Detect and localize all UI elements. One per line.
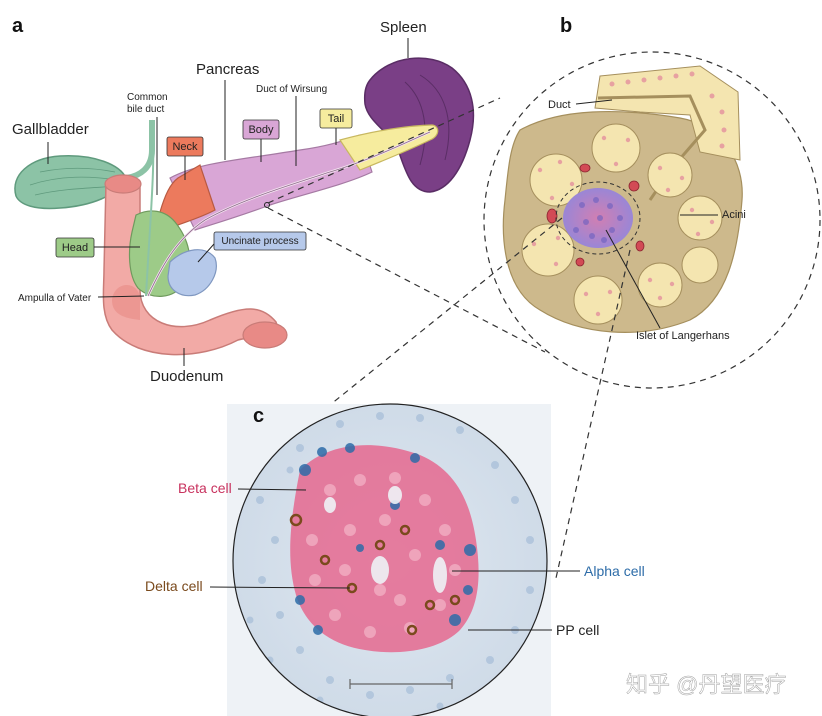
- uncinate-label: Uncinate process: [221, 236, 298, 247]
- body-tag: Body: [242, 119, 280, 162]
- watermark-text: 知乎 @丹望医疗: [626, 672, 786, 697]
- blood-vessels: [546, 163, 645, 267]
- scale-bar: [349, 679, 453, 689]
- tail-tag: Tail: [319, 108, 353, 145]
- delta-cell-label: Delta cell: [145, 578, 203, 594]
- delta-cell-leader: [209, 586, 351, 589]
- zoom-line-bc-right: [555, 249, 631, 579]
- duct-nuclei: [609, 71, 727, 149]
- common-bile-duct-label-line2: bile duct: [127, 104, 164, 115]
- head-label: Head: [62, 242, 88, 254]
- panel-b-label: b: [560, 15, 572, 37]
- alpha-cell-label: Alpha cell: [584, 563, 645, 579]
- islet-label: Islet of Langerhans: [636, 330, 730, 342]
- ampulla-label: Ampulla of Vater: [18, 293, 92, 304]
- islet-leader: [605, 229, 661, 329]
- ampulla-leader: [97, 295, 145, 298]
- duct-label: Duct: [548, 99, 571, 111]
- panel-c-circle: [232, 403, 548, 716]
- tail-label: Tail: [328, 113, 345, 125]
- beta-cell-label: Beta cell: [178, 480, 232, 496]
- gallbladder-label: Gallbladder: [12, 121, 89, 138]
- panel-a-label: a: [12, 15, 24, 37]
- pancreas-shape: [128, 119, 439, 297]
- panel-b-circle: [483, 51, 821, 389]
- head-tag: Head: [55, 237, 140, 258]
- pancreas-label: Pancreas: [196, 61, 259, 78]
- islet-cells: [573, 197, 623, 243]
- panel-b: b: [483, 15, 821, 389]
- panel-a: a Gallbladder Spleen: [12, 15, 475, 385]
- panel-c-label: c: [253, 405, 264, 427]
- neck-label: Neck: [172, 141, 198, 153]
- acini-nuclei: [531, 135, 715, 317]
- pp-cell-label: PP cell: [556, 622, 599, 638]
- zoom-line-ab-bottom: [267, 207, 546, 353]
- uncinate-tag: Uncinate process: [197, 231, 307, 263]
- spleen-label: Spleen: [380, 19, 427, 36]
- acini-label: Acini: [722, 209, 746, 221]
- common-bile-duct-label-line1: Common: [127, 92, 168, 103]
- islet-boundary: [555, 181, 641, 255]
- duct-leader: [575, 99, 613, 105]
- beta-cell-leader: [237, 488, 307, 491]
- neck-tag: Neck: [166, 136, 204, 180]
- panel-c: c: [145, 403, 645, 716]
- spleen-shape: [363, 57, 475, 193]
- zoom-line-ab-top: [267, 97, 501, 204]
- duodenum-label: Duodenum: [150, 368, 223, 385]
- histology-image: [233, 404, 547, 716]
- duct-of-wirsung-label: Duct of Wirsung: [256, 84, 327, 95]
- body-label: Body: [248, 124, 274, 136]
